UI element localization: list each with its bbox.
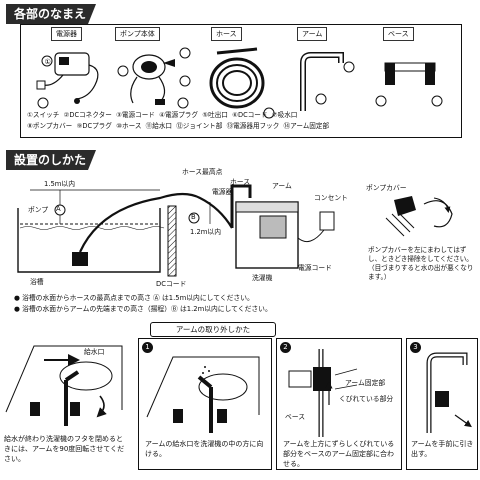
svg-text:①: ①: [45, 58, 51, 66]
legend-item: ⑨DCプラグ: [76, 122, 112, 130]
height-b-label: 1.2m以内: [190, 228, 222, 236]
parts-legend-row-1: ①スイッチ ②DCコネクター ③電源コード ④電源プラグ ⑤吐出口 ⑥DCコード…: [27, 111, 297, 120]
parts-section-title: 各部のなまえ: [6, 4, 96, 24]
install-section-title: 設置のしかた: [6, 150, 96, 170]
legend-item: ②DCコネクター: [63, 111, 112, 119]
part-label-power-unit: 電源器: [51, 27, 82, 41]
step-2-base-label: ベース: [285, 413, 306, 421]
legend-item: ⑤吐出口: [202, 111, 228, 119]
intro-inlet-label: 給水口: [84, 348, 105, 356]
legend-item: ⑬電源器用フック: [226, 122, 280, 130]
pump-illustration: [117, 47, 191, 109]
legend-item: ⑥DCコード: [232, 111, 268, 119]
part-label-arm: アーム: [297, 27, 328, 41]
mark-a: A: [56, 205, 61, 213]
step-1-text: アームの給水口を洗濯機の中の方に向ける。: [145, 440, 264, 458]
note-a-text: 浴槽の水面からホースの最高点までの高さ Ⓐ は1.5m以内にしてください。: [22, 294, 254, 302]
step-2-text: アームを上方にずらしくびれている部分をベースのアーム固定部に合わせる。: [283, 440, 395, 468]
legend-item: ③電源コード: [116, 111, 155, 119]
step-2-notch-label: くびれている部分: [339, 395, 394, 403]
pump-cover-note: ポンプカバーを左にまわしてはずし、ときどき掃除をしてください。（目づまりすると水…: [368, 246, 474, 281]
step-3-number: 3: [410, 342, 421, 353]
step-3-illustration: [426, 352, 472, 433]
step-2-illustration: [288, 349, 358, 437]
step-1-number: 1: [142, 342, 153, 353]
note-height-b: ● 浴槽の水面からアームの先端までの高さ（揚程）Ⓑ は1.2m以内にしてください…: [14, 305, 272, 313]
parts-legend-row-2: ⑧ポンプカバー ⑨DCプラグ ⑩ホース ⑪給水口 ⑫ジョイント部 ⑬電源器用フッ…: [27, 122, 329, 131]
outlet-label: コンセント: [314, 194, 348, 202]
pump-label: ポンプ: [28, 206, 49, 214]
step-2-number: 2: [280, 342, 291, 353]
washer-label: 洗濯機: [252, 274, 273, 282]
height-a-label: 1.5m以内: [44, 180, 76, 188]
part-label-base: ベース: [383, 27, 414, 41]
legend-item: ⑪給水口: [145, 122, 173, 130]
note-b-text: 浴槽の水面からアームの先端までの高さ（揚程）Ⓑ は1.2m以内にしてください。: [22, 305, 272, 313]
note-height-a: ● 浴槽の水面からホースの最高点までの高さ Ⓐ は1.5m以内にしてください。: [14, 294, 254, 302]
hose-illustration: [209, 47, 275, 119]
pump-cover-illustration: [385, 196, 453, 237]
step-1-illustration: [146, 356, 260, 433]
intro-illustration: [5, 345, 123, 426]
legend-item: ⑩ホース: [116, 122, 142, 130]
power-unit-illustration: ①: [36, 52, 99, 109]
arm-removal-title: アームの取り外しかた: [150, 322, 276, 337]
intro-panel: 給水口 給水が終わり洗濯機のフタを閉めるときには、アームを90度回転させてくださ…: [4, 338, 130, 478]
arm-illustration: [300, 52, 355, 111]
step-3-panel: 3 アームを手前に引き出す。: [406, 338, 478, 470]
parts-box: 電源器 ポンプ本体 ホース アーム ベース ①: [20, 24, 462, 138]
part-label-pump: ポンプ本体: [115, 27, 160, 41]
legend-item: ①スイッチ: [27, 111, 60, 119]
install-diagram: [17, 184, 335, 277]
base-illustration: [375, 62, 443, 107]
intro-text: 給水が終わり洗濯機のフタを閉めるときには、アームを90度回転させてください。: [4, 435, 125, 463]
power-cord-label: 電源コード: [298, 264, 332, 272]
bathtub-label: 浴槽: [30, 278, 44, 286]
step-3-text: アームを手前に引き出す。: [411, 440, 474, 458]
legend-item: ⑧ポンプカバー: [27, 122, 73, 130]
step-1-panel: 1 アームの給水口を洗濯機の中の方に向ける。: [138, 338, 272, 470]
hose-label: ホース: [230, 178, 251, 186]
power-unit-label: 電源器: [212, 188, 233, 196]
dc-cord-label: DCコード: [156, 280, 187, 288]
part-label-hose: ホース: [211, 27, 242, 41]
pump-cover-label: ポンプカバー: [366, 184, 407, 192]
step-2-panel: 2 アーム固定部 くびれている部分 ベース アームを上方にずらしくびれている部分…: [276, 338, 402, 470]
legend-item: ④電源プラグ: [159, 111, 198, 119]
arm-label: アーム: [272, 182, 292, 190]
mark-b: B: [191, 213, 196, 221]
legend-item: ⑦吸水口: [271, 111, 298, 119]
step-2-fix-label: アーム固定部: [345, 379, 386, 387]
legend-item: ⑫ジョイント部: [176, 122, 223, 130]
legend-item: ⑭アーム固定部: [283, 122, 330, 130]
hose-top-label: ホース最高点: [182, 168, 223, 176]
